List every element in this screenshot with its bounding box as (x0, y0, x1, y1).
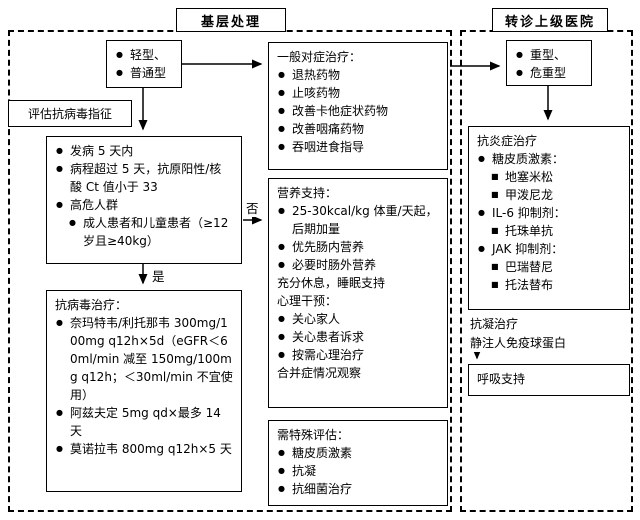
list-item: 高危人群 (55, 196, 233, 214)
list-item: 关心患者诉求 (277, 328, 439, 346)
list-item: 抗凝 (277, 462, 439, 480)
list-item: 关心家人 (277, 310, 439, 328)
list-item: 甲泼尼龙 (477, 186, 621, 204)
header-primary-care: 基层处理 (176, 8, 286, 32)
respiratory-support-label: 呼吸支持 (477, 372, 526, 386)
list-item: 按需心理治疗 (277, 346, 439, 364)
list-item: 托珠单抗 (477, 222, 621, 240)
list-item: 奈玛特韦/利托那韦 300mg/100mg q12h×5d（eGFR＜60ml/… (55, 314, 233, 404)
list-item: 25-30kcal/kg 体重/天起，后期加量 (277, 202, 439, 238)
list-item: 危重型 (515, 64, 583, 82)
antiviral-title: 抗病毒治疗： (55, 298, 128, 312)
node-mild-type: 轻型、 普通型 (106, 40, 182, 88)
label-yes: 是 (150, 266, 167, 285)
list-item: 退热药物 (277, 66, 439, 84)
list-item: 糖皮质激素 (277, 444, 439, 462)
list-item: 地塞米松 (477, 168, 621, 186)
label-no: 否 (244, 198, 261, 217)
list-item: 普通型 (115, 64, 173, 82)
list-item: 托法替布 (477, 276, 621, 294)
node-respiratory-support: 呼吸支持 (468, 364, 630, 396)
list-item: 巴瑞替尼 (477, 258, 621, 276)
list-item: 重型、 (515, 46, 583, 64)
list-item: 必要时肠外营养 (277, 256, 439, 274)
list-item: 抗细菌治疗 (277, 480, 439, 498)
list-item: 轻型、 (115, 46, 173, 64)
node-anti-inflammatory: 抗炎症治疗 糖皮质激素： 地塞米松 甲泼尼龙 IL-6 抑制剂： 托珠单抗 JA… (468, 126, 630, 310)
list-item: JAK 抑制剂： (477, 240, 621, 258)
list-item: IL-6 抑制剂： (477, 204, 621, 222)
list-item: 莫诺拉韦 800mg q12h×5 天 (55, 440, 233, 458)
node-symptomatic-treatment: 一般对症治疗： 退热药物 止咳药物 改善卡他症状药物 改善咽痛药物 吞咽进食指导 (268, 42, 448, 170)
node-assess-antiviral: 评估抗病毒指征 (8, 100, 132, 127)
symptomatic-title: 一般对症治疗： (277, 50, 362, 64)
list-item: 改善卡他症状药物 (277, 102, 439, 120)
list-item: 吞咽进食指导 (277, 138, 439, 156)
node-criteria: 发病 5 天内 病程超过 5 天，抗原阳性/核酸 Ct 值小于 33 高危人群 … (46, 136, 242, 264)
anti-inflammatory-title: 抗炎症治疗 (477, 134, 538, 148)
node-special-assessment: 需特殊评估： 糖皮质激素 抗凝 抗细菌治疗 (268, 420, 448, 506)
list-item: 止咳药物 (277, 84, 439, 102)
list-item: 优先肠内营养 (277, 238, 439, 256)
text-anticoagulation: 抗凝治疗 (470, 315, 519, 333)
list-item: 糖皮质激素： (477, 150, 621, 168)
list-item: 阿兹夫定 5mg qd×最多 14 天 (55, 404, 233, 440)
list-item: 成人患者和儿童患者（≥12 岁且≥40kg） (55, 214, 233, 250)
text-ivig: 静注人免疫球蛋白 (470, 334, 567, 352)
rest-line: 充分休息，睡眠支持 (277, 276, 386, 290)
observation-line: 合并症情况观察 (277, 366, 362, 380)
header-referral-label: 转诊上级医院 (504, 14, 595, 30)
assess-antiviral-label: 评估抗病毒指征 (27, 106, 112, 121)
node-antiviral-treatment: 抗病毒治疗： 奈玛特韦/利托那韦 300mg/100mg q12h×5d（eGF… (46, 290, 242, 492)
list-item: 发病 5 天内 (55, 142, 233, 160)
header-primary-care-label: 基层处理 (200, 14, 261, 30)
nutrition-title: 营养支持： (277, 186, 338, 200)
node-nutrition-support: 营养支持： 25-30kcal/kg 体重/天起，后期加量 优先肠内营养 必要时… (268, 178, 448, 408)
list-item: 改善咽痛药物 (277, 120, 439, 138)
header-referral: 转诊上级医院 (492, 8, 608, 32)
node-severe-type: 重型、 危重型 (506, 40, 592, 86)
special-assessment-title: 需特殊评估： (277, 428, 350, 442)
psych-title: 心理干预： (277, 294, 338, 308)
list-item: 病程超过 5 天，抗原阳性/核酸 Ct 值小于 33 (55, 160, 233, 196)
